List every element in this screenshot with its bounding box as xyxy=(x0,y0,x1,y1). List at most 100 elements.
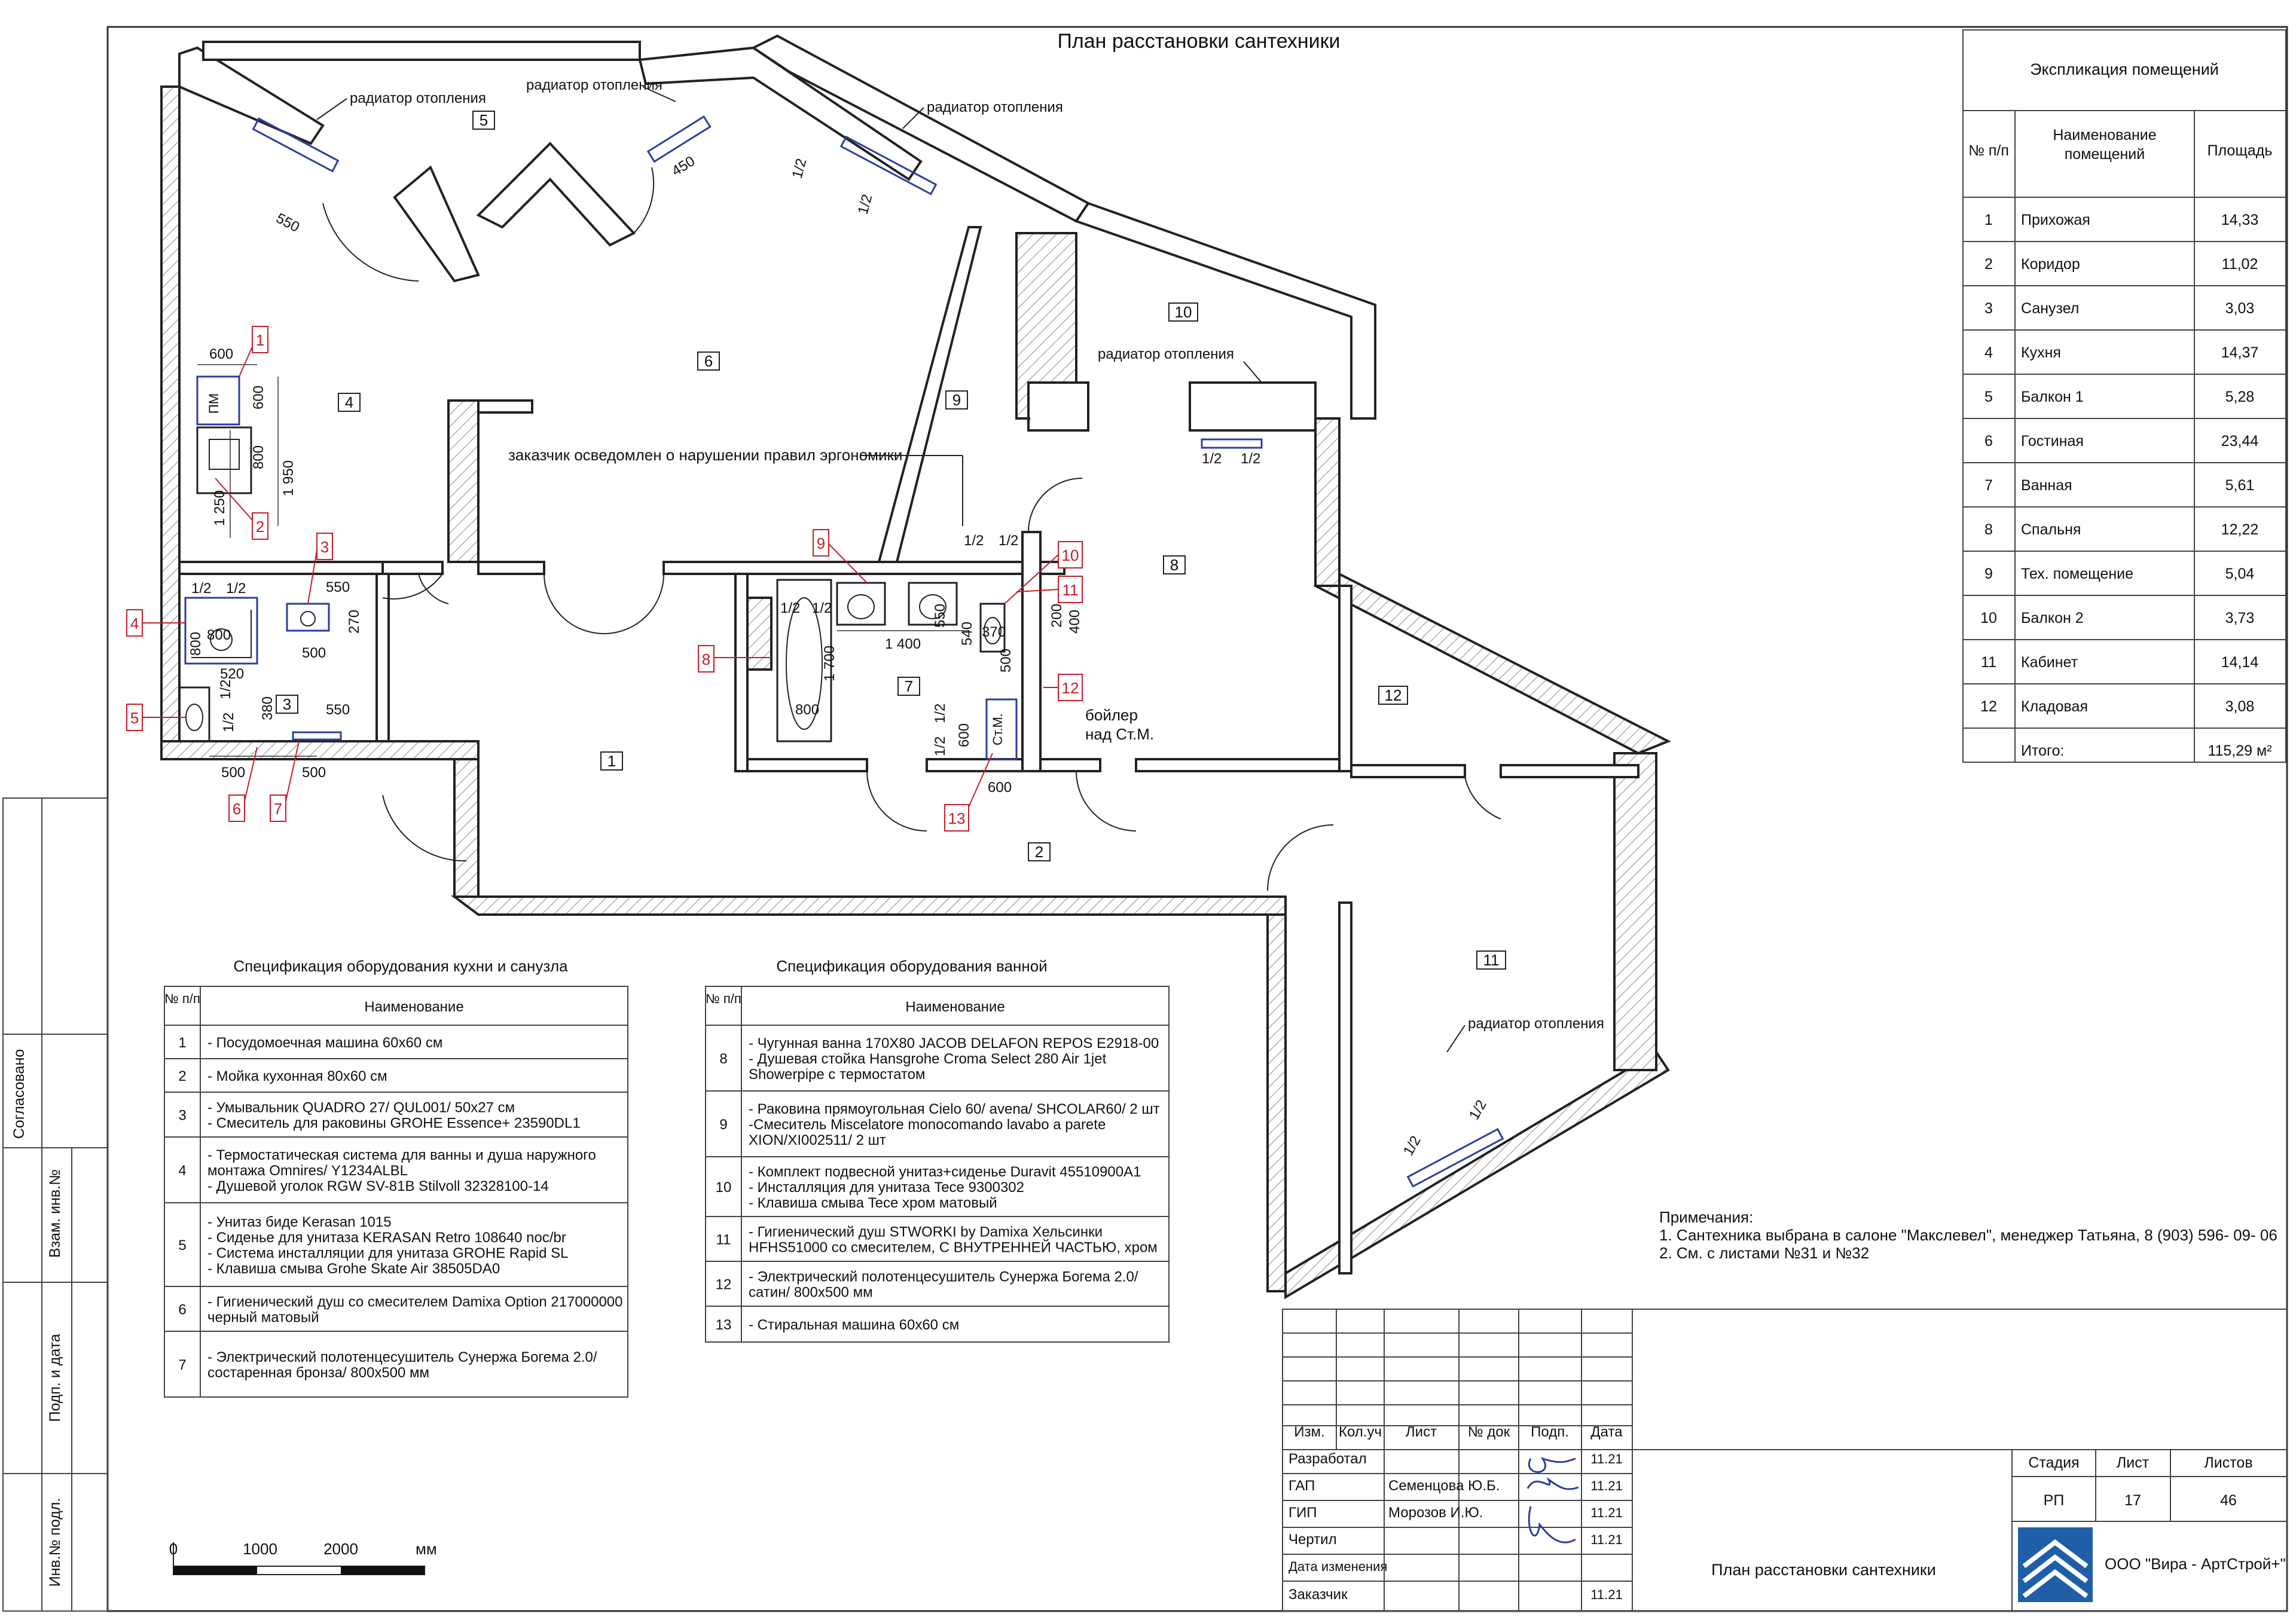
explication-area: 14,33 xyxy=(2221,212,2259,228)
fixture-markers: 1 2 3 4 5 6 7 8 9 10 11 12 13 xyxy=(126,326,1083,832)
ergonomics-note: заказчик осведомлен о нарушении правил э… xyxy=(508,446,902,464)
svg-text:1/2: 1/2 xyxy=(1202,451,1222,467)
company-logo xyxy=(2018,1527,2093,1602)
spec-header-num: № п/п xyxy=(706,991,741,1006)
svg-text:10: 10 xyxy=(1062,546,1079,564)
spec-row-num: 7 xyxy=(178,1357,186,1373)
explication-num: 3 xyxy=(1984,300,1993,317)
svg-text:1/2: 1/2 xyxy=(221,713,237,732)
svg-text:12: 12 xyxy=(1385,686,1402,704)
marker-8: 8 xyxy=(698,645,771,673)
marker-6: 6 xyxy=(228,747,258,822)
notes-title: Примечания: xyxy=(1659,1208,1753,1226)
svg-text:1/2: 1/2 xyxy=(191,580,211,597)
tb-sheet-title: План расстановки сантехники xyxy=(1711,1561,1936,1579)
tb-role-5: Заказчик xyxy=(1289,1587,1348,1603)
svg-text:4: 4 xyxy=(130,615,139,632)
svg-text:1/2: 1/2 xyxy=(932,704,948,723)
boiler-note-line1: бойлер xyxy=(1085,706,1138,724)
spec-bath-title: Спецификация оборудования ванной xyxy=(776,957,1047,975)
title-block: Изм. Кол.уч Лист № док Подп. Дата Разраб… xyxy=(1282,1309,2288,1612)
signature xyxy=(1528,1506,1576,1543)
explication-room: Санузел xyxy=(2021,300,2079,317)
tb-header-izm: Изм. xyxy=(1294,1424,1324,1440)
explication-room: Кладовая xyxy=(2021,698,2088,715)
svg-text:8: 8 xyxy=(1170,556,1178,574)
radiator-label-5: радиатор отопления xyxy=(1468,1016,1604,1032)
svg-text:3: 3 xyxy=(320,538,329,556)
explication-num: 8 xyxy=(1984,521,1993,538)
marker-13: 13 xyxy=(944,753,993,832)
explication-header-area: Площадь xyxy=(2208,142,2273,159)
tb-role-1: ГАП xyxy=(1289,1478,1315,1494)
scale-unit: мм xyxy=(416,1540,437,1558)
tb-role-0: Разработал xyxy=(1289,1451,1367,1467)
room-number-7: 7 xyxy=(897,677,920,696)
spec-row-num: 11 xyxy=(716,1232,731,1248)
boiler-note-line2: над Ст.М. xyxy=(1085,725,1154,743)
explication-area: 5,61 xyxy=(2225,477,2255,494)
dim-800d: 800 xyxy=(795,702,819,718)
tb-name-1: Семенцова Ю.Б. xyxy=(1388,1478,1500,1494)
svg-text:7: 7 xyxy=(274,800,282,818)
room-numbers: 1 2 3 4 5 6 7 8 9 10 11 12 xyxy=(276,111,1506,970)
spec-row-text: - Мойка кухонная 80х60 см xyxy=(207,1068,387,1084)
explication-area: 11,02 xyxy=(2222,256,2258,273)
tb-role-4: Дата изменения xyxy=(1289,1559,1387,1574)
tb-company: ООО "Вира - АртСтрой+" xyxy=(2105,1555,2286,1573)
scale-bar: 0 1000 2000 мм xyxy=(169,1540,437,1575)
explication-room: Кухня xyxy=(2021,344,2061,361)
svg-text:1/2: 1/2 xyxy=(964,533,984,549)
explication-area: 3,03 xyxy=(2225,300,2255,317)
spec-row-text: - Электрический полотенцесушитель Сунерж… xyxy=(749,1269,1138,1301)
dim-500d: 500 xyxy=(998,649,1014,673)
dim-270: 270 xyxy=(346,610,362,634)
page-title: План расстановки сантехники xyxy=(1057,30,1340,53)
spec-row-text: - Чугунная ванна 170Х80 JACOB DELAFON RE… xyxy=(749,1035,1159,1083)
explication-total-label: Итого: xyxy=(2021,742,2064,759)
room-number-1: 1 xyxy=(600,751,623,771)
room-number-3: 3 xyxy=(276,695,298,714)
tb-sheet-header: Лист xyxy=(2117,1454,2150,1471)
room-number-11: 11 xyxy=(1476,950,1506,970)
dim-1250: 1 250 xyxy=(212,490,228,526)
marker-11: 11 xyxy=(1016,576,1083,603)
tb-stage-header: Стадия xyxy=(2028,1454,2079,1471)
fixtures: ПМ Ст.М. xyxy=(178,375,1018,760)
tb-role-2: ГИП xyxy=(1289,1505,1317,1521)
explication-area: 3,73 xyxy=(2225,610,2255,626)
explication-room: Спальня xyxy=(2021,521,2081,538)
spec-row-num: 6 xyxy=(178,1302,186,1318)
pm-label: ПМ xyxy=(206,393,221,414)
dim-600c: 600 xyxy=(956,723,972,747)
explication-num: 6 xyxy=(1984,433,1993,450)
spec-row-text: - Гигиенический душ со смесителем Damixa… xyxy=(207,1294,623,1326)
explication-num: 7 xyxy=(1984,477,1993,494)
spec-row-num: 3 xyxy=(178,1108,186,1124)
dim-1950: 1 950 xyxy=(280,460,297,496)
room-number-6: 6 xyxy=(697,352,720,371)
tb-header-sign: Подп. xyxy=(1531,1424,1569,1440)
svg-text:5: 5 xyxy=(130,709,139,727)
radiator-label-3: радиатор отопления xyxy=(927,99,1063,115)
svg-text:3: 3 xyxy=(283,695,291,713)
svg-text:1/2: 1/2 xyxy=(226,580,246,597)
stm-label: Ст.М. xyxy=(990,713,1005,745)
marker-1: 1 xyxy=(239,326,268,377)
spec-row-num: 9 xyxy=(719,1117,727,1133)
dim-200: 200 xyxy=(1049,604,1065,628)
signature xyxy=(1526,1477,1579,1490)
svg-text:1/2: 1/2 xyxy=(1466,1098,1490,1123)
door-swings xyxy=(322,167,1501,891)
stamp-agreed: Согласовано xyxy=(11,1049,28,1139)
explication-num: 2 xyxy=(1984,256,1993,273)
spec-row-text: - Посудомоечная машина 60х60 см xyxy=(207,1035,442,1051)
svg-text:6: 6 xyxy=(704,352,713,370)
explication-num: 12 xyxy=(1980,698,1997,715)
svg-text:1/2: 1/2 xyxy=(932,736,948,756)
explication-num: 1 xyxy=(1984,212,1993,228)
radiator-label-4: радиатор отопления xyxy=(1098,346,1234,362)
explication-room: Гостиная xyxy=(2021,433,2084,450)
room-number-10: 10 xyxy=(1168,302,1198,322)
